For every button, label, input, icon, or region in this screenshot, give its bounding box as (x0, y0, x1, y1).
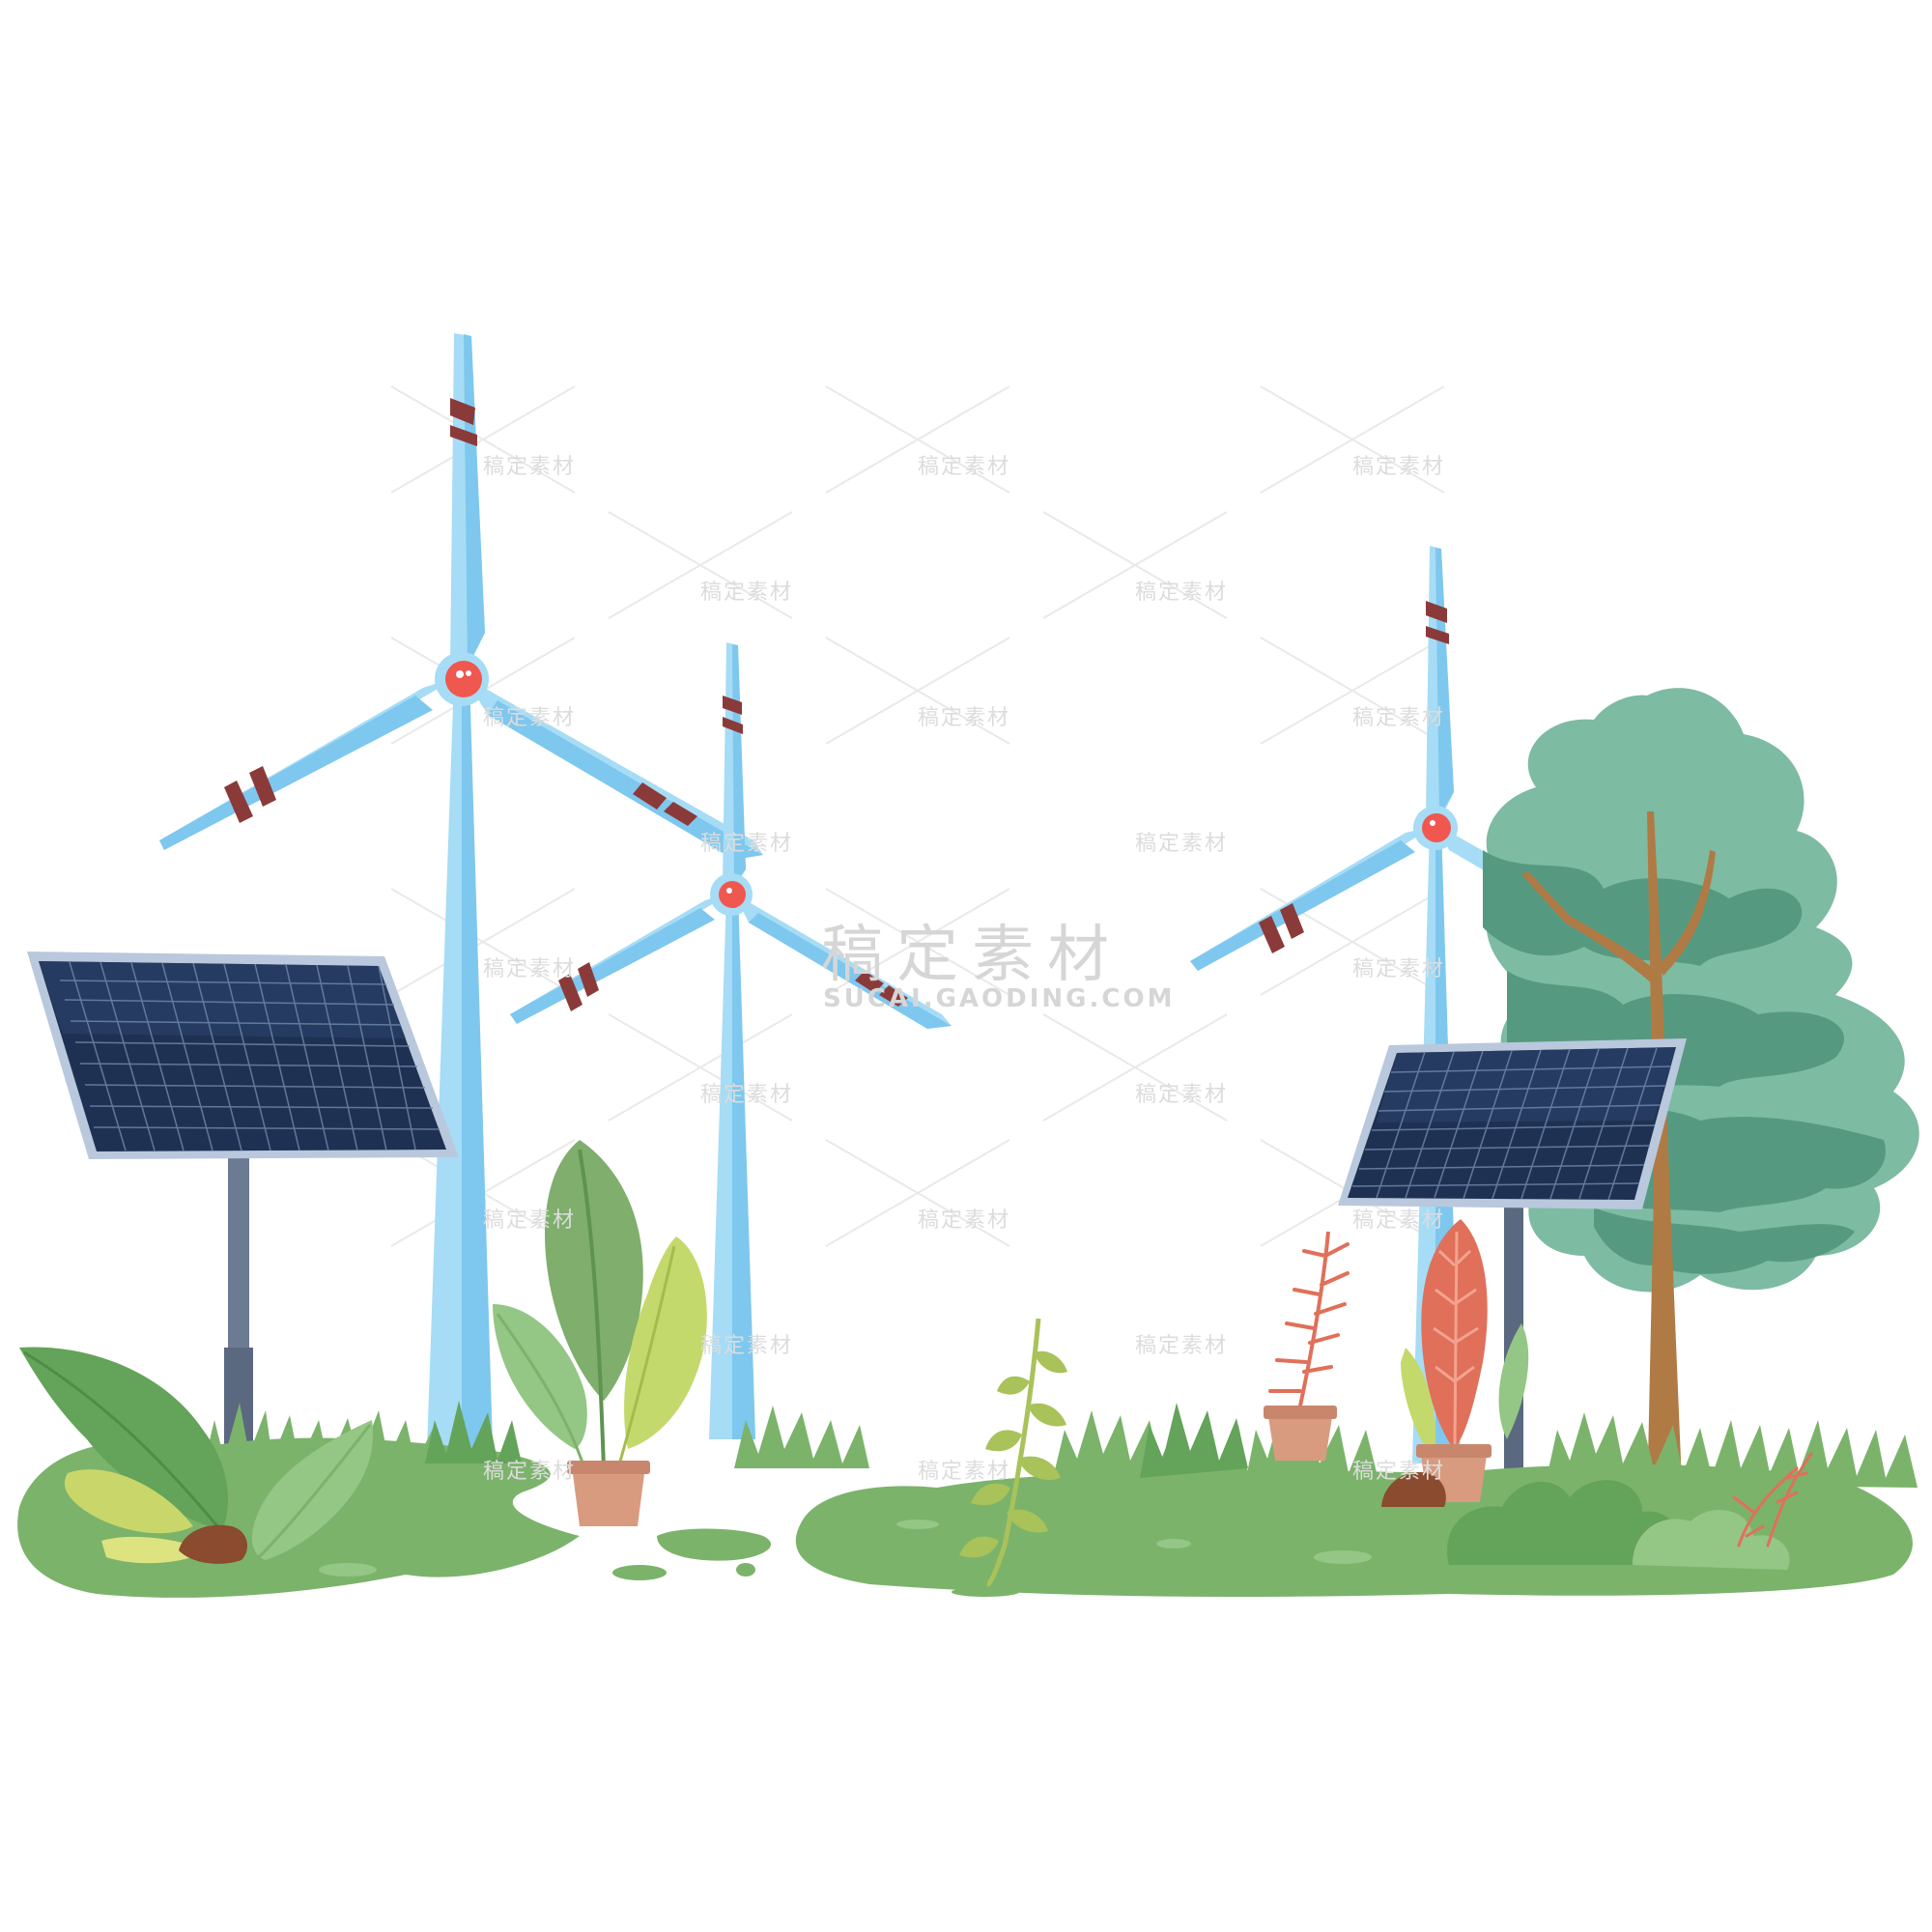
svg-text:稿定素材: 稿定素材 (1352, 1208, 1445, 1233)
potted-plant-large (493, 1140, 707, 1526)
svg-text:稿定素材: 稿定素材 (483, 957, 576, 981)
left-foliage (19, 1347, 374, 1564)
svg-text:稿定素材: 稿定素材 (700, 832, 793, 856)
svg-text:稿定素材: 稿定素材 (918, 455, 1010, 479)
watermark-lines (390, 385, 1445, 1247)
watermark-center: 稿定素材 SUCAI.GAODING.COM (821, 920, 1175, 1013)
potted-plant-coral (1264, 1219, 1529, 1507)
svg-text:稿定素材: 稿定素材 (1352, 706, 1445, 730)
svg-text:稿定素材: 稿定素材 (1135, 581, 1228, 605)
svg-text:稿定素材: 稿定素材 (1352, 957, 1445, 981)
svg-text:稿定素材: 稿定素材 (918, 1208, 1010, 1233)
svg-text:稿定素材: 稿定素材 (483, 706, 576, 730)
svg-text:稿定素材: 稿定素材 (700, 1083, 793, 1107)
svg-text:稿定素材: 稿定素材 (1135, 1334, 1228, 1358)
svg-text:稿定素材: 稿定素材 (1135, 832, 1228, 856)
svg-text:稿定素材: 稿定素材 (918, 1460, 1010, 1484)
svg-text:稿定素材: 稿定素材 (700, 581, 793, 605)
svg-text:稿定素材: 稿定素材 (821, 920, 1122, 991)
svg-text:稿定素材: 稿定素材 (1352, 455, 1445, 479)
svg-text:稿定素材: 稿定素材 (483, 1208, 576, 1233)
svg-text:稿定素材: 稿定素材 (483, 1460, 576, 1484)
svg-text:稿定素材: 稿定素材 (700, 1334, 793, 1358)
svg-text:稿定素材: 稿定素材 (918, 706, 1010, 730)
svg-text:稿定素材: 稿定素材 (1135, 1083, 1228, 1107)
wind-turbine-large (159, 333, 763, 1449)
svg-text:稿定素材: 稿定素材 (483, 455, 576, 479)
solar-panel-right (1338, 1038, 1687, 1492)
svg-text:稿定素材: 稿定素材 (1352, 1460, 1445, 1484)
red-twig-bush (1732, 1452, 1813, 1548)
solar-panel-left (27, 952, 459, 1521)
watermark-small-grid: 稿定素材 稿定素材 稿定素材 稿定素材 稿定素材 稿定素材 稿定素材 稿定素材 … (483, 455, 1445, 1484)
svg-text:SUCAI.GAODING.COM: SUCAI.GAODING.COM (823, 984, 1175, 1013)
fern-plant (959, 1318, 1067, 1587)
wind-turbine-middle (510, 642, 952, 1439)
